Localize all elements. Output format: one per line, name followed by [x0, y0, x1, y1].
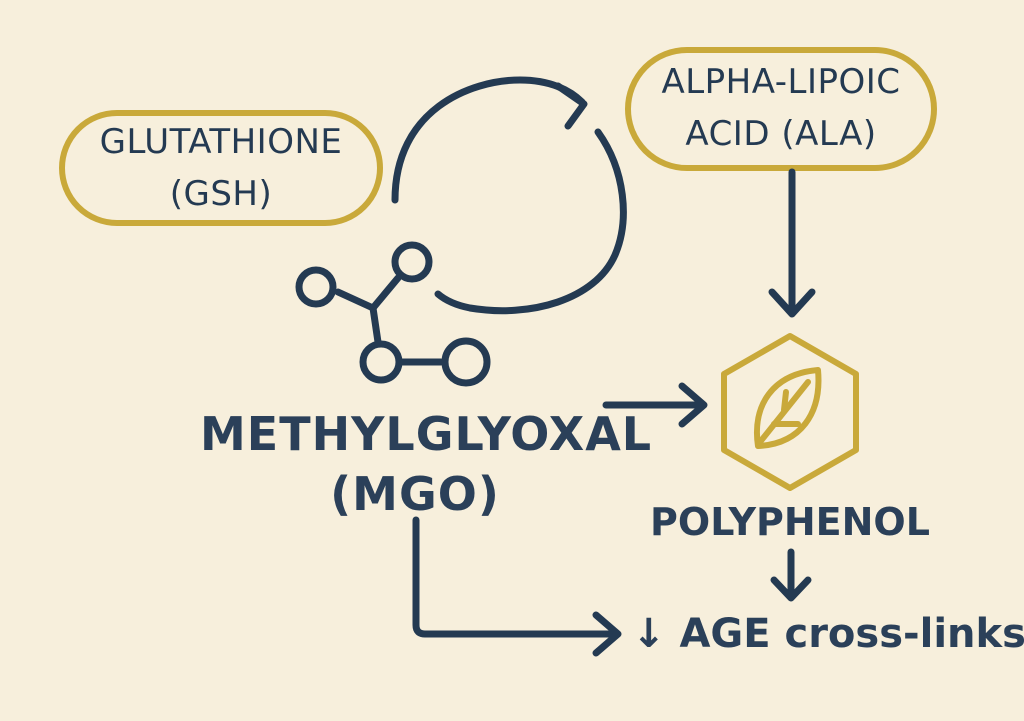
molecule-icon: [295, 241, 491, 387]
cycle-arrowhead: [554, 82, 588, 130]
ala-line1: ALPHA-LIPOIC: [661, 62, 901, 102]
ala-pill: [625, 47, 937, 171]
ala-to-polyphenol-arrowhead: [768, 288, 816, 318]
glutathione-line2: (GSH): [169, 174, 273, 214]
mgo-label: METHYLGLYOXAL (MGO): [200, 404, 653, 524]
glutathione-label: GLUTATHIONE (GSH): [62, 116, 380, 220]
ala-line2: ACID (ALA): [685, 114, 877, 154]
cycle-arrow-upper: [391, 76, 586, 204]
mgo-line1: METHYLGLYOXAL: [200, 407, 653, 461]
glutathione-line1: GLUTATHIONE: [99, 122, 343, 162]
mgo-to-age-path: [412, 516, 616, 638]
mgo-to-age-arrowhead: [592, 611, 622, 657]
leaf-icon: [754, 367, 822, 449]
age-cross-links-label: ↓ AGE cross-links: [632, 611, 1024, 657]
polyphenol-hexagon: [721, 333, 859, 491]
cycle-arrow-lower: [434, 128, 627, 315]
polyphenol-to-age-arrowhead: [770, 576, 812, 602]
ala-label: ALPHA-LIPOIC ACID (ALA): [628, 56, 934, 160]
mgo-to-polyphenol-arrowhead: [678, 382, 708, 428]
mgo-line2: (MGO): [330, 467, 500, 521]
glutathione-pill: [59, 110, 383, 226]
polyphenol-label: POLYPHENOL: [650, 500, 930, 544]
